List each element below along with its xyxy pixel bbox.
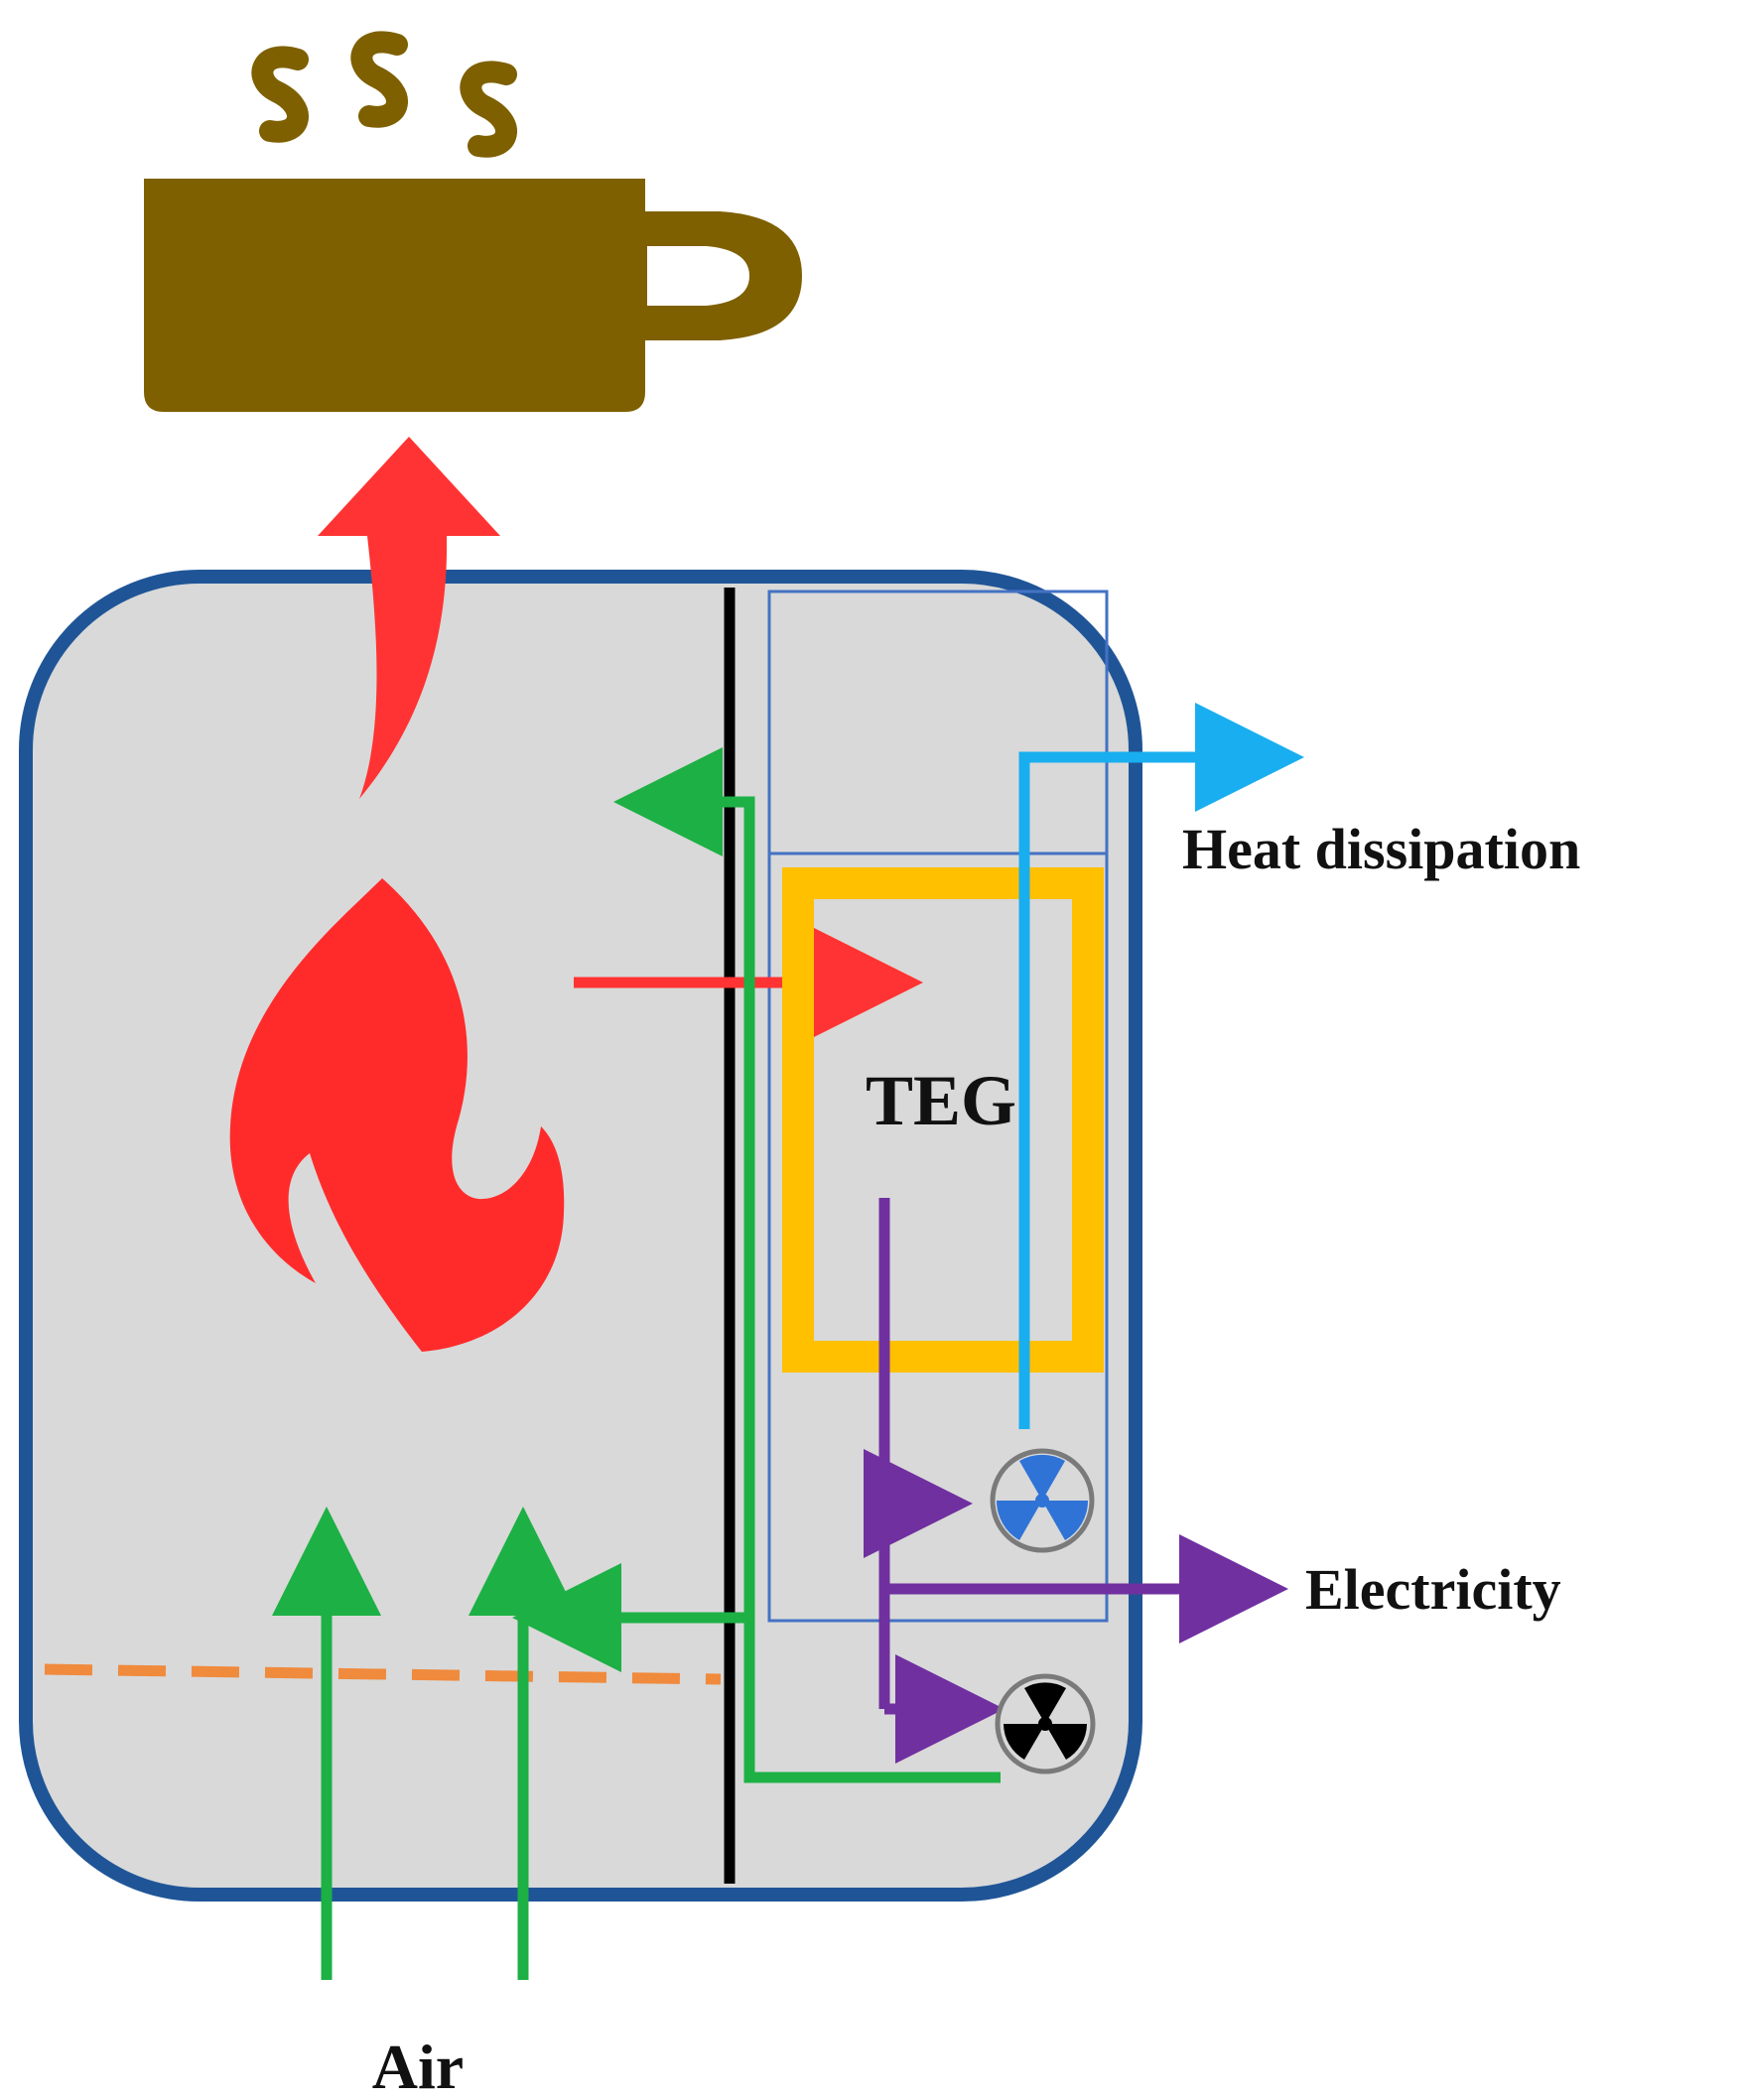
electricity-label: Electricity [1305, 1557, 1561, 1622]
teg-housing [767, 590, 1109, 1623]
teg-module [782, 867, 1104, 1373]
steam-icon [251, 31, 517, 158]
fuel-grate-line [44, 1663, 722, 1685]
blower-fan-icon [995, 1673, 1096, 1774]
electricity-lines [864, 1198, 1288, 1764]
secondary-air-flow [512, 747, 1001, 1783]
exhaust-heat-arrow [318, 437, 500, 799]
teg-label: TEG [866, 1061, 1016, 1140]
heat-dissipation-line [1018, 703, 1304, 1429]
cooling-fan-icon [990, 1448, 1095, 1553]
stove-body [19, 570, 1142, 1902]
flame-icon [229, 878, 565, 1352]
air-label: Air [372, 2032, 464, 2100]
heat-dissipation-label: Heat dissipation [1182, 817, 1580, 881]
cup-icon [144, 179, 802, 412]
